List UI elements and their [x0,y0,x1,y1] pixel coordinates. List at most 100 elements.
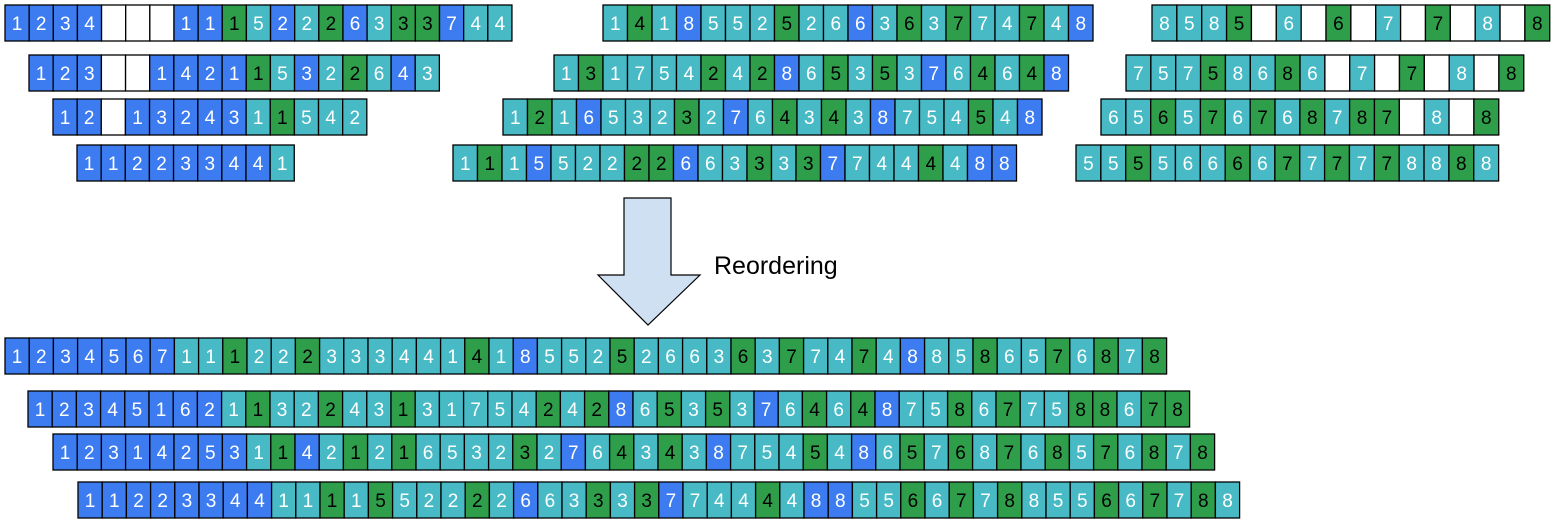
token-label: 1 [181,347,192,368]
token-label: 4 [683,64,694,85]
token-label: 1 [399,443,410,464]
token-cell [697,144,724,182]
token-label: 8 [1233,64,1244,85]
token-label: 1 [496,347,507,368]
token-label: 1 [610,64,621,85]
token-label: 4 [519,400,530,421]
token-label: 7 [1052,347,1063,368]
token-label: 2 [806,14,817,35]
token-label: 3 [904,64,915,85]
token-label: 3 [737,400,748,421]
token-cell [1174,98,1202,136]
token-label: 6 [1257,154,1268,175]
token-label: 3 [156,108,167,129]
token-label: 5 [544,347,555,368]
token-label: 6 [755,108,766,129]
token-cell [293,54,320,92]
token-label: 7 [928,64,939,85]
token-label: 1 [447,347,458,368]
token-cell [969,54,996,92]
token-cell [173,98,199,136]
token-cell [172,390,199,428]
token-label: 4 [883,347,894,368]
token-cell [270,433,296,471]
token-label: 1 [181,14,192,35]
token-cell [294,337,321,375]
token-cell [898,390,925,428]
token-cell [245,98,271,136]
token-label: 6 [1257,64,1268,85]
token-label: 4 [229,154,240,175]
token-label: 6 [1125,443,1136,464]
token-cell [487,390,513,428]
token-label: 3 [422,64,433,85]
token-label: 6 [374,64,385,85]
token-label: 5 [926,108,937,129]
token-cell [1299,144,1326,182]
token-cell [149,4,175,42]
token-cell [851,337,877,375]
token-cell [924,481,950,519]
token-cell [1224,98,1251,136]
token-cell [294,433,320,471]
token-cell [923,337,950,375]
token-cell [795,144,822,182]
token-label: 2 [132,154,143,175]
token-cell [700,4,727,42]
token-cell [1250,4,1277,42]
token-label: 7 [1027,400,1038,421]
token-label: 5 [1158,154,1169,175]
token-cell [551,98,578,136]
token-label: 2 [326,14,337,35]
token-label: 5 [762,443,773,464]
token-label: 1 [253,108,264,129]
token-cell [125,4,151,42]
token-label: 6 [883,443,894,464]
token-label: 4 [253,154,264,175]
token-label: 5 [883,491,894,512]
token-label: 5 [664,400,675,421]
token-cell [770,144,797,182]
token-label: 6 [738,347,749,368]
token-label: 1 [510,108,521,129]
token-cell [390,4,417,42]
token-cell [553,54,580,92]
token-label: 1 [84,154,95,175]
token-cell [917,144,944,182]
token-label: 4 [809,400,820,421]
token-cell [245,390,271,428]
token-label: 4 [472,347,483,368]
token-cell [602,4,629,42]
token-label: 4 [950,154,961,175]
token-label: 7 [1381,154,1392,175]
token-cell [574,144,601,182]
token-label: 8 [811,491,822,512]
token-cell [220,390,247,428]
token-cell [729,433,756,471]
token-label: 4 [762,491,773,512]
token-cell [1300,4,1327,42]
token-cell [796,98,823,136]
token-label: 1 [12,347,23,368]
token-label: 1 [85,491,96,512]
token-label: 3 [754,154,765,175]
token-label: 6 [833,400,844,421]
token-label: 4 [714,491,725,512]
token-label: 7 [980,491,991,512]
token-cell [779,481,805,519]
token-label: 3 [398,14,409,35]
token-label: 8 [1456,154,1467,175]
token-cell [502,98,529,136]
token-label: 3 [60,347,71,368]
token-label: 6 [1307,64,1318,85]
token-label: 8 [954,400,965,421]
token-cell [1067,4,1094,42]
token-cell [560,337,587,375]
token-cell [1398,98,1425,136]
token-label: 4 [977,64,988,85]
token-cell [124,390,150,428]
token-label: 8 [616,400,627,421]
